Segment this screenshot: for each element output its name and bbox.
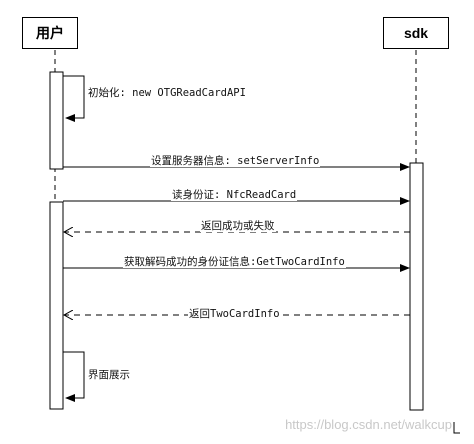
self-arrow-init bbox=[63, 75, 85, 122]
corner-mark bbox=[453, 422, 460, 434]
actor-sdk: sdk bbox=[383, 17, 449, 49]
actor-sdk-label: sdk bbox=[403, 25, 429, 41]
actor-user: 用户 bbox=[22, 17, 78, 49]
label-return-result: 返回成功或失败 bbox=[200, 220, 276, 232]
watermark: https://blog.csdn.net/walkcup bbox=[285, 417, 452, 432]
sdk-activation bbox=[409, 162, 424, 411]
label-get-two-card-info: 获取解码成功的身份证信息:GetTwoCardInfo bbox=[123, 256, 346, 268]
user-activation-2 bbox=[49, 201, 64, 410]
label-set-server-info: 设置服务器信息: setServerInfo bbox=[150, 155, 321, 167]
user-activation-1 bbox=[49, 71, 64, 170]
label-nfc-read-card: 读身份证: NfcReadCard bbox=[171, 189, 298, 201]
actor-user-label: 用户 bbox=[36, 25, 64, 41]
label-return-two-card-info: 返回TwoCardInfo bbox=[188, 308, 281, 320]
self-arrow-display bbox=[63, 351, 85, 402]
label-display: 界面展示 bbox=[87, 369, 131, 381]
label-init: 初始化: new OTGReadCardAPI bbox=[87, 87, 247, 99]
